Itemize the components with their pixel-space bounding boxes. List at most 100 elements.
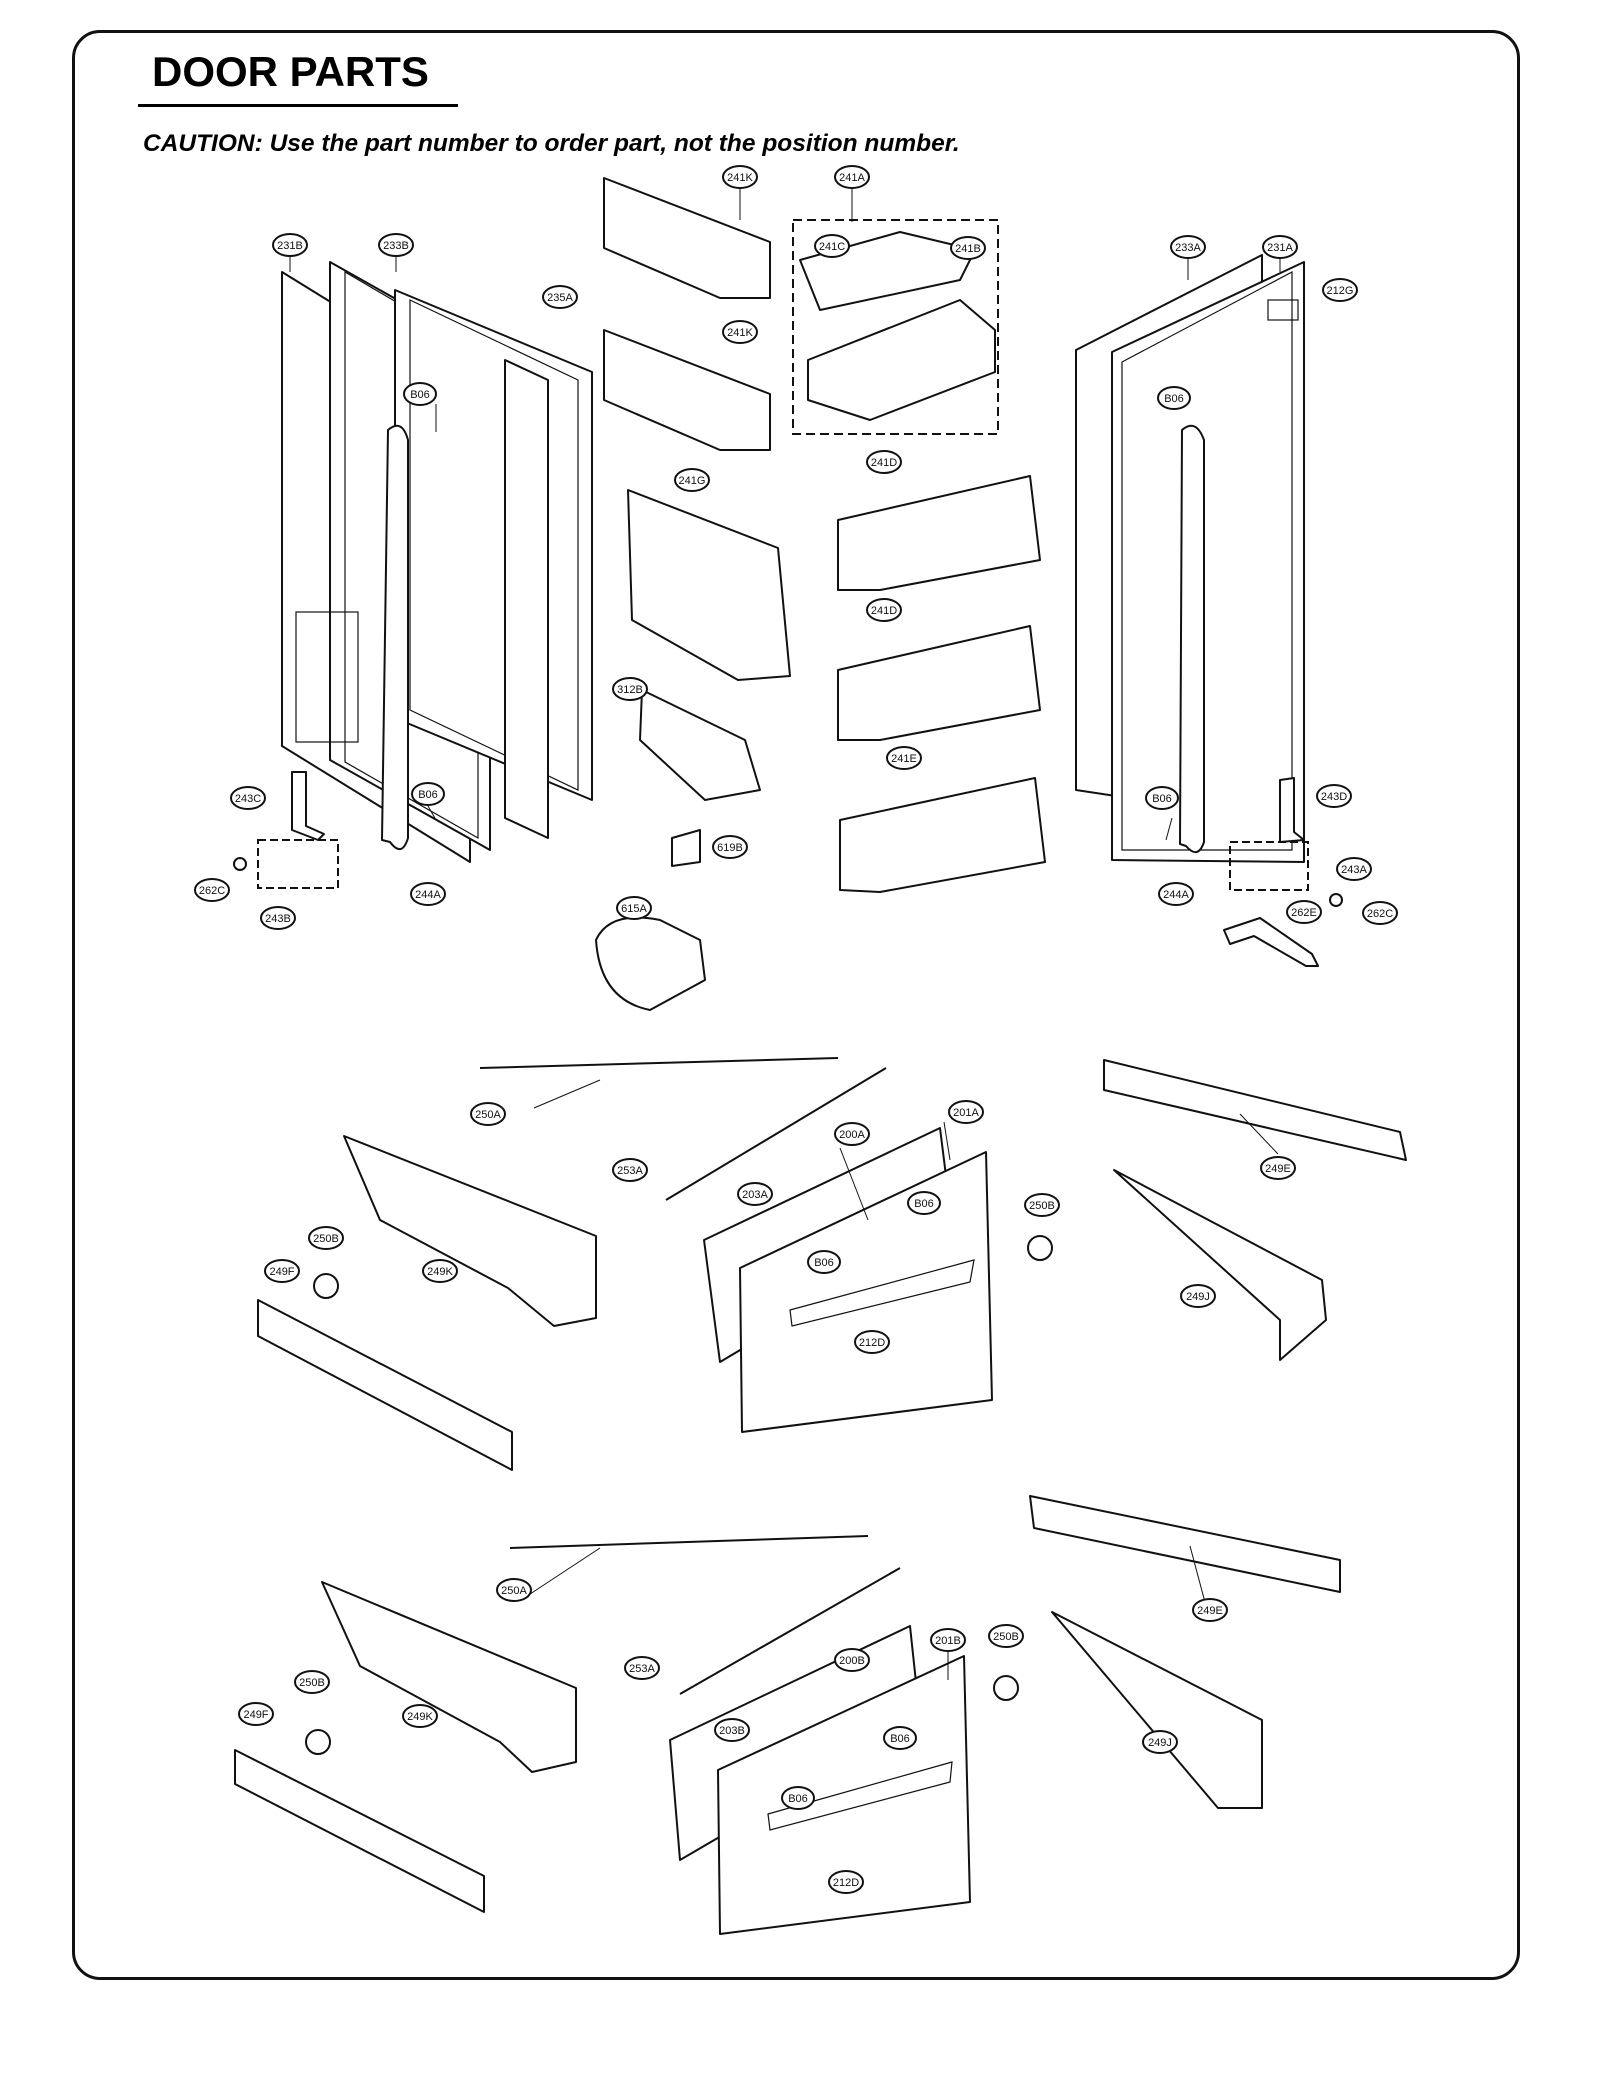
callout-250b-4: 250B: [294, 1670, 330, 1694]
callout-200b: 200B: [834, 1648, 870, 1672]
svg-text:241K: 241K: [727, 172, 753, 184]
svg-text:312B: 312B: [617, 684, 643, 696]
svg-text:233B: 233B: [383, 240, 409, 252]
svg-text:249F: 249F: [243, 1709, 268, 1721]
callout-212d-upper: 212D: [854, 1330, 890, 1354]
leader-lines: [289, 188, 1281, 1680]
callout-250b-1: 250B: [1024, 1193, 1060, 1217]
callout-231b: 231B: [272, 233, 308, 257]
callout-231a: 231A: [1262, 235, 1298, 259]
callout-249k-lower: 249K: [402, 1704, 438, 1728]
callout-241c: 241C: [814, 234, 850, 258]
svg-text:235A: 235A: [547, 292, 573, 304]
callout-b06-2: B06: [1157, 386, 1191, 410]
svg-text:262E: 262E: [1291, 907, 1317, 919]
callout-labels: 241K 241A 241C 241B 231B 233B 235A 233A …: [194, 165, 1398, 1894]
svg-text:241D: 241D: [871, 457, 897, 469]
callout-235a: 235A: [542, 285, 578, 309]
caution-note: CAUTION: Use the part number to order pa…: [143, 130, 960, 157]
callout-253a-upper: 253A: [612, 1158, 648, 1182]
svg-text:B06: B06: [1152, 793, 1172, 805]
svg-text:253A: 253A: [617, 1165, 643, 1177]
callout-243d: 243D: [1316, 784, 1352, 808]
svg-text:B06: B06: [410, 389, 430, 401]
svg-text:249J: 249J: [1186, 1291, 1210, 1303]
callout-241g: 241G: [674, 468, 710, 492]
callout-241e: 241E: [886, 746, 922, 770]
callout-249j-upper: 249J: [1180, 1284, 1216, 1308]
svg-text:250A: 250A: [475, 1109, 501, 1121]
svg-text:241D: 241D: [871, 605, 897, 617]
callout-241d-2: 241D: [866, 598, 902, 622]
svg-text:231B: 231B: [277, 240, 303, 252]
door-bins: [603, 177, 1046, 893]
small-parts: [233, 771, 1343, 1011]
svg-text:250B: 250B: [993, 1631, 1019, 1643]
callout-262e: 262E: [1286, 900, 1322, 924]
page-frame: [72, 30, 1520, 1980]
callout-250a-lower: 250A: [496, 1578, 532, 1602]
svg-text:B06: B06: [814, 1257, 834, 1269]
svg-text:262C: 262C: [1367, 908, 1393, 920]
callout-250b-2: 250B: [308, 1226, 344, 1250]
svg-text:B06: B06: [890, 1733, 910, 1745]
svg-text:203A: 203A: [742, 1189, 768, 1201]
callout-250b-3: 250B: [988, 1624, 1024, 1648]
svg-text:249F: 249F: [269, 1266, 294, 1278]
callout-249f-lower: 249F: [238, 1702, 274, 1726]
svg-text:249E: 249E: [1197, 1605, 1223, 1617]
svg-text:250B: 250B: [299, 1677, 325, 1689]
svg-text:249K: 249K: [407, 1711, 433, 1723]
callout-201b: 201B: [930, 1628, 966, 1652]
svg-text:B06: B06: [788, 1793, 808, 1805]
callout-243b: 243B: [260, 906, 296, 930]
callout-249j-lower: 249J: [1142, 1730, 1178, 1754]
callout-615a: 615A: [616, 896, 652, 920]
svg-text:212D: 212D: [859, 1337, 885, 1349]
svg-text:201A: 201A: [953, 1107, 979, 1119]
callout-233a: 233A: [1170, 235, 1206, 259]
callout-249f-upper: 249F: [264, 1259, 300, 1283]
callout-203a: 203A: [737, 1182, 773, 1206]
callout-262c-left: 262C: [194, 878, 230, 902]
callout-b06-8: B06: [781, 1786, 815, 1810]
svg-text:241G: 241G: [679, 475, 706, 487]
svg-text:243C: 243C: [235, 793, 261, 805]
svg-text:249E: 249E: [1265, 1163, 1291, 1175]
svg-text:243D: 243D: [1321, 791, 1347, 803]
svg-text:244A: 244A: [415, 889, 441, 901]
callout-201a: 201A: [948, 1100, 984, 1124]
callout-241k-top: 241K: [722, 165, 758, 189]
svg-text:249K: 249K: [427, 1266, 453, 1278]
svg-text:203B: 203B: [719, 1725, 745, 1737]
svg-text:212G: 212G: [1327, 285, 1354, 297]
callout-b06-4: B06: [1145, 786, 1179, 810]
callout-619b: 619B: [712, 835, 748, 859]
svg-text:262C: 262C: [199, 885, 225, 897]
svg-text:201B: 201B: [935, 1635, 961, 1647]
svg-text:B06: B06: [1164, 393, 1184, 405]
callout-243c: 243C: [230, 786, 266, 810]
svg-text:200B: 200B: [839, 1655, 865, 1667]
callout-249e-upper: 249E: [1260, 1156, 1296, 1180]
svg-text:B06: B06: [914, 1198, 934, 1210]
svg-text:250B: 250B: [313, 1233, 339, 1245]
callout-b06-1: B06: [403, 382, 437, 406]
callout-212g: 212G: [1322, 278, 1358, 302]
callout-241b: 241B: [950, 236, 986, 260]
callout-241k-second: 241K: [722, 320, 758, 344]
callout-241d-1: 241D: [866, 450, 902, 474]
svg-text:241C: 241C: [819, 241, 845, 253]
callout-203b: 203B: [714, 1718, 750, 1742]
svg-text:619B: 619B: [717, 842, 743, 854]
svg-text:200A: 200A: [839, 1129, 865, 1141]
page-title: DOOR PARTS: [152, 48, 429, 95]
callout-b06-6: B06: [807, 1250, 841, 1274]
svg-text:B06: B06: [418, 789, 438, 801]
svg-text:233A: 233A: [1175, 242, 1201, 254]
callout-243a: 243A: [1336, 857, 1372, 881]
svg-text:243A: 243A: [1341, 864, 1367, 876]
svg-text:244A: 244A: [1163, 889, 1189, 901]
svg-text:241B: 241B: [955, 243, 981, 255]
svg-text:241E: 241E: [891, 753, 917, 765]
